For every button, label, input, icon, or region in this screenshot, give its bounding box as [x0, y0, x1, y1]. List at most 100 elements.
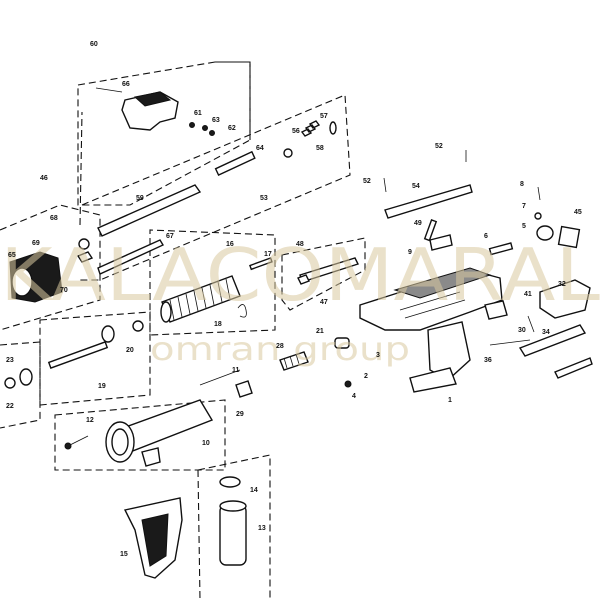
receiver-details	[399, 291, 466, 319]
spring-16	[160, 275, 241, 323]
outline-group-65	[0, 204, 101, 331]
callout-16: 16	[226, 241, 234, 248]
callout-22: 22	[6, 403, 14, 410]
trigger-link-48	[297, 274, 310, 285]
washer-56	[283, 148, 293, 158]
outline-group-19	[39, 311, 151, 406]
callout-28: 28	[276, 343, 284, 350]
outline-group-13	[197, 454, 271, 600]
screw-12-head	[64, 442, 72, 450]
rod-64	[214, 150, 256, 177]
outline-group-60-top	[215, 61, 251, 140]
callout-32: 32	[558, 281, 566, 288]
callout-17: 17	[264, 251, 272, 258]
callout-46: 46	[40, 175, 48, 182]
callout-53: 53	[260, 195, 268, 202]
callout-48: 48	[296, 241, 304, 248]
callout-63: 63	[212, 117, 220, 124]
outline-group-60	[77, 61, 251, 206]
callout-19: 19	[98, 383, 106, 390]
callout-23: 23	[6, 357, 14, 364]
callout-21: 21	[316, 328, 324, 335]
callout-67: 67	[166, 233, 174, 240]
pin-68	[78, 238, 90, 250]
foregrip-insert	[141, 513, 169, 567]
callout-14: 14	[250, 487, 258, 494]
ring-23	[4, 377, 16, 389]
outline-group-22	[0, 341, 41, 429]
tube-13-top	[219, 500, 247, 512]
callout-49: 49	[414, 220, 422, 227]
callout-45: 45	[574, 209, 582, 216]
cover-latch-grip	[133, 91, 172, 107]
spring-28-coils	[283, 353, 300, 369]
grip-base	[409, 367, 457, 393]
tube-13	[219, 504, 247, 566]
callout-15: 15	[120, 551, 128, 558]
pin-52b	[383, 177, 387, 193]
rod-67	[97, 239, 165, 275]
pin-66	[95, 87, 123, 93]
outline-group-47	[281, 237, 366, 311]
cover-assembly	[95, 87, 337, 275]
callout-4: 4	[352, 393, 356, 400]
watermark-subtitle: omran group	[150, 330, 410, 368]
callout-61: 61	[194, 110, 202, 117]
part-9	[429, 234, 453, 251]
callout-18: 18	[214, 321, 222, 328]
callout-56: 56	[292, 128, 300, 135]
callout-3: 3	[376, 352, 380, 359]
block-45	[557, 225, 581, 249]
callout-20: 20	[126, 347, 134, 354]
front-sight	[9, 238, 94, 303]
callout-30: 30	[518, 327, 526, 334]
callout-5: 5	[522, 223, 526, 230]
clip-18	[237, 304, 247, 318]
pin-17	[249, 257, 273, 271]
callout-2: 2	[364, 373, 368, 380]
plug-5	[536, 225, 554, 241]
pin-34	[527, 315, 535, 333]
callout-70: 70	[60, 287, 68, 294]
spring-57	[300, 120, 321, 137]
callout-11: 11	[232, 367, 240, 374]
callout-41: 41	[524, 291, 532, 298]
callout-65: 65	[8, 252, 16, 259]
rail-59	[97, 184, 202, 237]
spring-assembly	[160, 257, 273, 323]
callout-54: 54	[412, 183, 420, 190]
housing-bore	[111, 428, 129, 456]
pistol-grip	[427, 321, 471, 381]
part-29	[235, 380, 253, 398]
ring-14	[219, 476, 241, 488]
right-parts	[484, 279, 593, 379]
part-30	[484, 300, 508, 320]
pin-36	[489, 339, 531, 346]
pin-6	[488, 242, 514, 256]
callout-8: 8	[520, 181, 524, 188]
callout-47: 47	[320, 299, 328, 306]
trigger-group	[297, 257, 359, 285]
spring-coils	[169, 278, 231, 321]
callout-52b: 52	[363, 178, 371, 185]
callout-69: 69	[32, 240, 40, 247]
ring-58	[329, 121, 337, 135]
barrel-housing	[64, 399, 214, 467]
ring-20	[132, 320, 144, 332]
part-69	[76, 251, 94, 263]
lever-35	[554, 357, 593, 379]
group-outlines	[0, 61, 366, 600]
callout-7: 7	[522, 203, 526, 210]
callout-29: 29	[236, 411, 244, 418]
callout-66: 66	[122, 81, 130, 88]
pin-62	[209, 130, 215, 136]
lever-33	[518, 324, 587, 357]
callout-68: 68	[50, 215, 58, 222]
rail-54	[384, 184, 473, 219]
callout-6: 6	[484, 233, 488, 240]
callout-13: 13	[258, 525, 266, 532]
sight-ring	[11, 267, 33, 297]
outline-group-53	[78, 94, 351, 281]
